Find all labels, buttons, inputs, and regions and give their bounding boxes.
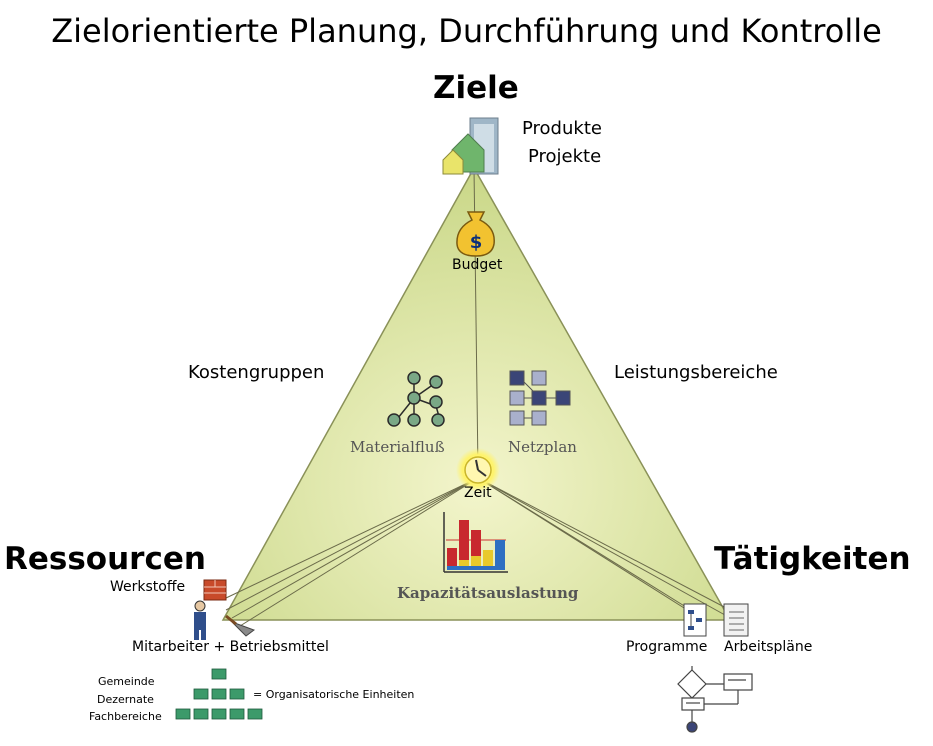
label-network-plan: Netzplan: [508, 438, 577, 456]
capacity-chart-icon: [443, 512, 508, 573]
label-org-units: = Organisatorische Einheiten: [253, 688, 415, 701]
label-materials: Werkstoffe: [110, 579, 186, 595]
worker-icon: [194, 600, 206, 640]
label-material-flow: Materialfluß: [350, 438, 445, 456]
corner-resources: Ressourcen: [4, 541, 206, 577]
label-products: Produkte: [522, 118, 602, 139]
svg-text:$: $: [470, 232, 483, 253]
label-budget: Budget: [452, 257, 503, 273]
buildings-icon: [442, 117, 499, 175]
label-time: Zeit: [464, 485, 492, 501]
corner-activities: Tätigkeiten: [714, 541, 911, 577]
label-work-plans: Arbeitspläne: [724, 639, 813, 655]
label-capacity: Kapazitätsauslastung: [397, 584, 579, 602]
label-org-departments: Dezernate: [97, 693, 154, 706]
material-flow-icon: [387, 371, 445, 427]
bricks-icon: [203, 579, 227, 601]
tools-icon: [225, 614, 256, 637]
org-chart-icon: [175, 668, 263, 720]
label-projects: Projekte: [528, 146, 602, 167]
work-plan-document-icon: [723, 603, 749, 637]
money-bag-icon: $: [456, 211, 495, 257]
network-plan-icon: [509, 370, 571, 426]
label-org-divisions: Fachbereiche: [89, 710, 162, 723]
flowchart-icon: [677, 666, 753, 733]
program-document-icon: [683, 603, 707, 637]
label-org-municipality: Gemeinde: [98, 675, 155, 688]
label-programs: Programme: [626, 639, 708, 655]
label-staff-means: Mitarbeiter + Betriebsmittel: [132, 639, 329, 655]
corner-goals: Ziele: [433, 70, 519, 106]
clock-icon: [456, 448, 500, 492]
page-title: Zielorientierte Planung, Durchführung un…: [51, 12, 882, 50]
label-cost-groups: Kostengruppen: [188, 362, 325, 383]
label-service-areas: Leistungsbereiche: [614, 362, 778, 383]
